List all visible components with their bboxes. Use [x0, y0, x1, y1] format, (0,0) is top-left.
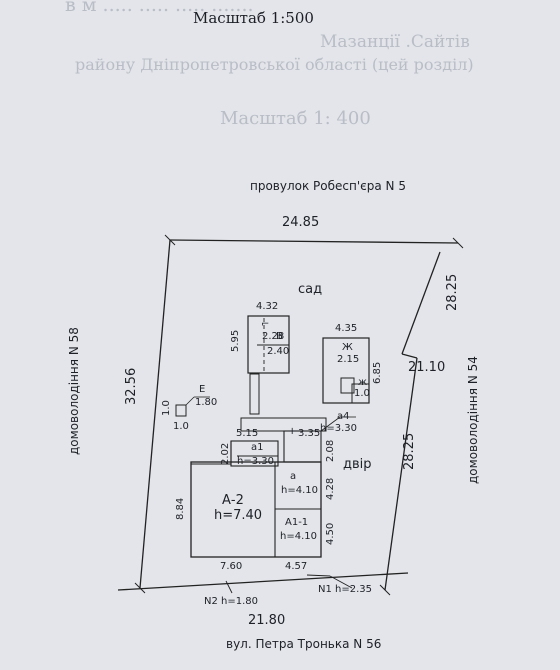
house-a4-name: а4	[337, 411, 350, 422]
gate-n1-label: N1 h=2.35	[318, 584, 373, 595]
house-a4-width: 3.35	[298, 428, 321, 439]
ghost-text: району Дніпропетровської області (цей ро…	[75, 55, 474, 74]
house-a2-depth: 8.84	[175, 497, 186, 520]
building-v-marker: ⌐	[261, 319, 270, 330]
house-a2-name: А-2	[222, 493, 244, 508]
ghost-text: в м ..... ..... ..... .......	[65, 0, 254, 16]
scale-title: Масштаб 1:500	[193, 9, 314, 27]
house-a11-height: h=4.10	[280, 531, 317, 542]
boundary-right-upper-length: 28.25	[445, 273, 460, 311]
building-zh-depth: 6.85	[372, 361, 383, 384]
house-a2-width: 7.60	[220, 561, 243, 572]
building-v-dim-b: 2.40	[267, 346, 290, 357]
boundary-left-length: 32.56	[124, 367, 139, 405]
house-a-name: а	[290, 471, 297, 482]
house-a1-name: а1	[251, 442, 264, 453]
shed-e-dim-a: 1.80	[195, 397, 218, 408]
boundary-bottom-length: 21.80	[248, 613, 286, 628]
house-a1-height: h=3.30	[237, 456, 274, 467]
building-zh-small-name: ж	[358, 377, 368, 388]
building-zh-width: 4.35	[335, 323, 358, 334]
building-v-name: В	[276, 331, 283, 342]
neighbor-right-label: домоволодіння N 54	[466, 356, 480, 484]
street-bottom-label: вул. Петра Тронька N 56	[226, 637, 382, 651]
boundary-right-lower-length: 28.25	[402, 432, 417, 470]
shed-e-name: Е	[199, 384, 206, 395]
yard-label: двір	[343, 457, 372, 472]
building-v-depth: 5.95	[230, 329, 241, 352]
shed-e-dim-c: 1.0	[173, 421, 189, 432]
boundary-top-length: 24.85	[282, 215, 320, 230]
house-a11-name: А1-1	[285, 517, 309, 528]
ghost-scale: Масштаб 1: 400	[220, 108, 371, 129]
building-zh-name: Ж	[342, 342, 353, 353]
house-a-height: h=4.10	[281, 485, 318, 496]
garden-label: сад	[298, 282, 323, 297]
house-a11-side: 4.50	[325, 522, 336, 545]
boundary-jog-length: 21.10	[408, 360, 446, 375]
house-a1-side: 2.02	[220, 442, 231, 465]
street-top-label: провулок Робесп'єра N 5	[250, 179, 406, 193]
ghost-text: Мазанції .Сайтів	[320, 32, 470, 52]
shed-e-dim-b: 1.0	[161, 400, 172, 416]
neighbor-left-label: домоволодіння N 58	[67, 327, 81, 455]
building-v-width: 4.32	[256, 301, 279, 312]
building-zh-small-dim: 1.0	[354, 388, 370, 399]
gate-n2-label: N2 h=1.80	[204, 596, 259, 607]
house-a2-height: h=7.40	[214, 508, 263, 523]
house-a4-width-marker: +	[288, 426, 297, 437]
house-a4-side: 2.08	[325, 439, 336, 462]
building-v-dim-a: 2.28	[262, 331, 285, 342]
house-a11-width: 4.57	[285, 561, 308, 572]
house-a4-height: h=3.30	[320, 423, 357, 434]
house-a-side: 4.28	[325, 477, 336, 500]
building-zh-dim: 2.15	[337, 354, 360, 365]
house-a1-width: 5.15	[236, 428, 259, 439]
